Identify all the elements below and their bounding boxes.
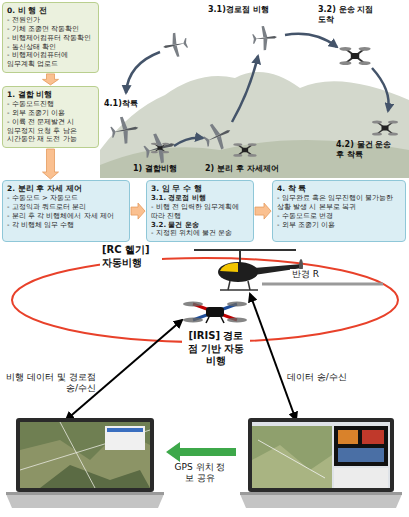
step-label: 4.2) 물건 운송 후 착륙 xyxy=(336,140,400,160)
box-heading: 2. 분리 후 자세 제어 xyxy=(7,184,125,193)
data-link-arrow xyxy=(66,320,182,420)
step-label: 2) 분리 후 자세제어 xyxy=(205,164,279,174)
quadrotor xyxy=(339,47,370,65)
process-box: 1. 결합 비행- 수동모드진행- 외부 조종기 이용- 이륙 전 문제발견 시… xyxy=(2,86,99,148)
box-text: - 지정된 위치에 물건 운송 xyxy=(151,229,249,238)
iris-quadcopter xyxy=(183,302,247,324)
box-text: - 비행제어컴퓨터 작동확인 xyxy=(7,34,94,43)
mountain-front xyxy=(100,140,409,178)
step-label: 3.2) 운송 지점 도착 xyxy=(318,5,380,25)
flight-path xyxy=(126,34,389,146)
aircraft-label: [RC 헬기] 자동비행 xyxy=(100,244,162,269)
box-text: - 임무완료 혹은 임무진행이 불가능한 상황 발생 시 본부로 복귀 xyxy=(277,194,401,212)
box-text: - 이륙 전 문제발견 시 임무정지 요청 후 남은 시간동안 재 도전 가능 xyxy=(7,118,94,144)
box-text: - 비행 전 입력한 임무계획에 따라 진행 xyxy=(151,203,249,221)
box-text: - 고정익과 쿼드로터 분리 xyxy=(7,203,125,212)
quadrotor xyxy=(233,143,256,157)
process-box: 4. 착 륙- 임무완료 혹은 임무진행이 불가능한 상황 발생 시 본부로 복… xyxy=(272,180,406,242)
box-text: - 외부 조종기 이용 xyxy=(7,109,94,118)
data-link-arrow xyxy=(250,294,296,420)
box-text: - 전원인가 xyxy=(7,16,94,25)
fixed-wing-plane xyxy=(200,118,236,154)
flow-arrow xyxy=(255,203,271,219)
process-box: 3. 임 무 수 행3.1. 경로점 비행- 비행 전 입력한 임무계획에 따라… xyxy=(146,180,254,242)
process-box: 2. 분리 후 자세 제어- 수동모드 > 자동모드- 고정익과 쿼드로터 분리… xyxy=(2,180,130,242)
laptop-left xyxy=(6,418,164,508)
box-text: - 통신상태 확인 xyxy=(7,43,94,52)
box-heading: 0. 비 행 전 xyxy=(7,6,94,15)
flow-arrow xyxy=(131,203,145,219)
quadrotor xyxy=(372,120,398,135)
step-label: 1) 결합비행 xyxy=(133,164,177,174)
fixed-wing-plane xyxy=(109,114,141,145)
dimension-label: 반경 R xyxy=(290,269,321,280)
box-text: - 기체 조종면 작동확인 xyxy=(7,25,94,34)
laptop-right xyxy=(240,418,402,508)
radius-line xyxy=(262,283,383,286)
step-label: 4.1)착륙 xyxy=(104,99,138,109)
box-heading: 3. 임 무 수 행 xyxy=(151,184,249,193)
fixed-wing-plane xyxy=(141,130,178,167)
box-text: - 각 비행체 임무 수행 xyxy=(7,221,125,230)
link-label: 비행 데이터 및 경로점 송/수신 xyxy=(6,372,96,395)
box-heading: 1. 결합 비행 xyxy=(7,90,94,99)
box-heading: 3.2. 물건 운송 xyxy=(151,221,249,230)
aircraft-label: [IRIS] 경로점 기반 자동비행 xyxy=(182,330,250,368)
fixed-wing-plane xyxy=(252,25,278,51)
mountain-back xyxy=(100,72,409,178)
box-text: - 수동모드진행 xyxy=(7,100,94,109)
box-text: - 수동모드 > 자동모드 xyxy=(7,194,125,203)
box-heading: 4. 착 륙 xyxy=(277,184,401,193)
box-text: - 외부 조종기 이용 xyxy=(277,221,401,230)
link-label: GPS 위치 정보 공유 xyxy=(172,462,228,485)
process-box: 0. 비 행 전- 전원인가- 기체 조종면 작동확인- 비행제어컴퓨터 작동확… xyxy=(2,2,99,73)
box-text: - 비행제어컴퓨터에 임무계획 업로드 xyxy=(7,51,94,69)
box-text: - 수동모드로 변경 xyxy=(277,212,401,221)
fixed-wing-plane xyxy=(161,31,189,59)
flow-arrow xyxy=(43,74,59,85)
box-heading: 3.1. 경로점 비행 xyxy=(151,194,249,203)
box-text: - 분리 후 각 비행체에서 자세 제어 xyxy=(7,212,125,221)
step-label: 3.1)경로점 비행 xyxy=(208,5,269,15)
link-label: 데이터 송/수신 xyxy=(287,372,347,383)
rc-helicopter xyxy=(194,250,303,290)
flow-arrow xyxy=(43,149,59,179)
quadrotor xyxy=(151,143,169,154)
gps-share-arrow xyxy=(166,442,236,462)
